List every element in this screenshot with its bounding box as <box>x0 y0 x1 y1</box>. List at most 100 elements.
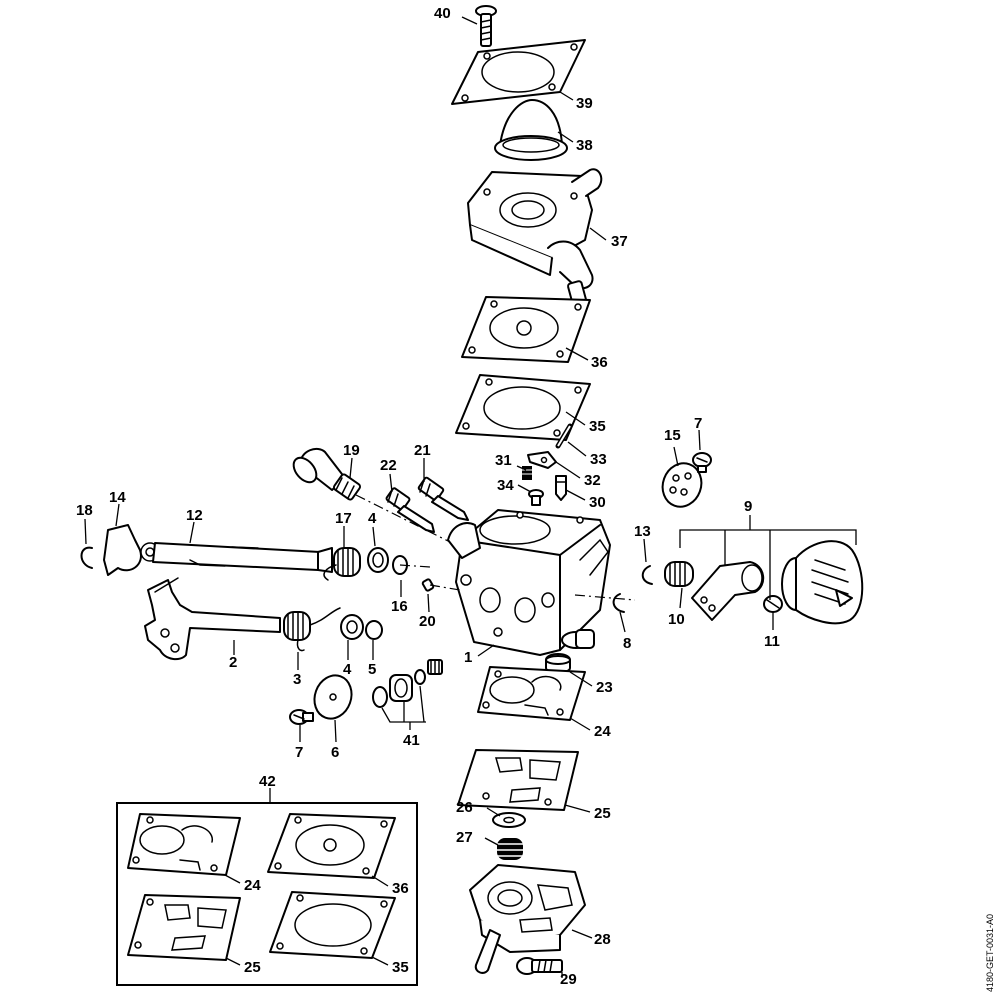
callout-24: 24 <box>594 723 611 740</box>
callout-kit-24: 24 <box>244 877 261 894</box>
kit-part-36-diaphragm <box>267 813 396 879</box>
part-4-washer-lower <box>340 614 364 640</box>
callout-6: 6 <box>331 744 339 761</box>
callout-35: 35 <box>589 418 606 435</box>
callout-23: 23 <box>596 679 613 696</box>
part-31-spring <box>522 466 532 480</box>
part-30-needle-valve <box>555 475 567 501</box>
callout-1: 1 <box>464 649 472 666</box>
part-37-pump-cover <box>467 168 603 306</box>
callout-4-upper: 4 <box>368 510 377 527</box>
callout-20: 20 <box>419 613 436 630</box>
callout-40: 40 <box>434 5 451 22</box>
part-3-spring-lower <box>283 607 341 652</box>
callout-18: 18 <box>76 502 93 519</box>
callout-11: 11 <box>764 633 780 650</box>
callout-4-lower: 4 <box>343 661 352 678</box>
callout-28: 28 <box>594 931 611 948</box>
part-18-clip <box>80 546 93 569</box>
kit-part-35-gasket <box>269 891 396 959</box>
part-11-screw <box>763 595 783 613</box>
callout-39: 39 <box>576 95 593 112</box>
callout-26: 26 <box>456 799 473 816</box>
callout-27: 27 <box>456 829 473 846</box>
part-4-washer-upper <box>367 547 389 573</box>
callout-42: 42 <box>259 773 276 790</box>
part-9-knob <box>781 540 864 625</box>
part-27-spring <box>497 838 523 860</box>
callout-22: 22 <box>380 457 397 474</box>
part-7-screw-left <box>289 709 314 725</box>
part-14-lever <box>103 524 160 576</box>
part-35-gasket <box>455 374 591 441</box>
callout-7-left: 7 <box>295 744 303 761</box>
part-1-carburetor-body <box>447 509 611 656</box>
callout-9: 9 <box>744 498 752 515</box>
part-25-gasket <box>457 749 579 811</box>
part-32-lever <box>527 451 557 469</box>
callout-38: 38 <box>576 137 593 154</box>
part-29-screw <box>516 957 563 975</box>
part-12-throttle-shaft <box>152 542 333 573</box>
part-40-screw <box>475 5 497 47</box>
part-28-pump-body <box>469 864 586 974</box>
callout-kit-36: 36 <box>392 880 409 897</box>
callout-10: 10 <box>668 611 685 628</box>
part-9-lever-arm <box>691 561 765 621</box>
part-39-cover-plate <box>451 39 586 105</box>
callout-3: 3 <box>293 671 301 688</box>
assembly-lines <box>355 494 636 601</box>
callout-12: 12 <box>186 507 203 524</box>
callout-33: 33 <box>590 451 607 468</box>
callout-21: 21 <box>414 442 431 459</box>
part-33-pin <box>555 423 573 449</box>
callout-34: 34 <box>497 477 514 494</box>
part-15-valve-plate <box>661 462 703 508</box>
callout-37: 37 <box>611 233 628 250</box>
callout-7-top: 7 <box>694 415 702 432</box>
part-17-spring <box>323 547 361 581</box>
kit-42-box <box>116 802 418 986</box>
callout-15: 15 <box>664 427 681 444</box>
part-13-clip <box>641 565 653 585</box>
callout-25: 25 <box>594 805 611 822</box>
callout-14: 14 <box>109 489 126 506</box>
callout-13: 13 <box>634 523 651 540</box>
callout-29: 29 <box>560 971 577 988</box>
callout-19: 19 <box>343 442 360 459</box>
callout-32: 32 <box>584 472 601 489</box>
leader-lines <box>84 16 857 978</box>
part-38-primer-bulb <box>494 99 568 161</box>
callout-2: 2 <box>229 654 237 671</box>
part-22-idle-screw <box>385 487 435 533</box>
callout-41: 41 <box>403 732 420 749</box>
callout-kit-35: 35 <box>392 959 409 976</box>
callout-8: 8 <box>623 635 631 652</box>
part-5-ring <box>365 620 383 640</box>
part-41-bushing-set <box>372 659 443 708</box>
part-36-diaphragm <box>461 296 591 363</box>
kit-part-25-gasket <box>127 894 241 961</box>
callout-30: 30 <box>589 494 606 511</box>
part-8-clip <box>612 593 625 613</box>
callout-16: 16 <box>391 598 408 615</box>
part-20-pin <box>421 578 435 592</box>
part-10-spring <box>664 561 694 587</box>
callout-5: 5 <box>368 661 376 678</box>
part-21-adjust-screw <box>417 476 469 521</box>
callout-36: 36 <box>591 354 608 371</box>
part-24-gasket <box>477 666 586 721</box>
callout-kit-25: 25 <box>244 959 261 976</box>
callout-labels: 40 39 38 37 36 35 33 32 30 31 34 21 22 1… <box>76 5 780 988</box>
kit-part-24-gasket <box>127 813 241 876</box>
part-26-washer <box>492 812 526 828</box>
part-34-screw <box>528 489 544 506</box>
callout-17: 17 <box>335 510 352 527</box>
part-6-disc <box>313 674 353 720</box>
drawing-code: 4180-GET-0031-A0 <box>985 914 995 992</box>
callout-31: 31 <box>495 452 512 469</box>
part-2-choke-shaft <box>144 577 281 661</box>
part-7-screw-top <box>692 452 712 473</box>
